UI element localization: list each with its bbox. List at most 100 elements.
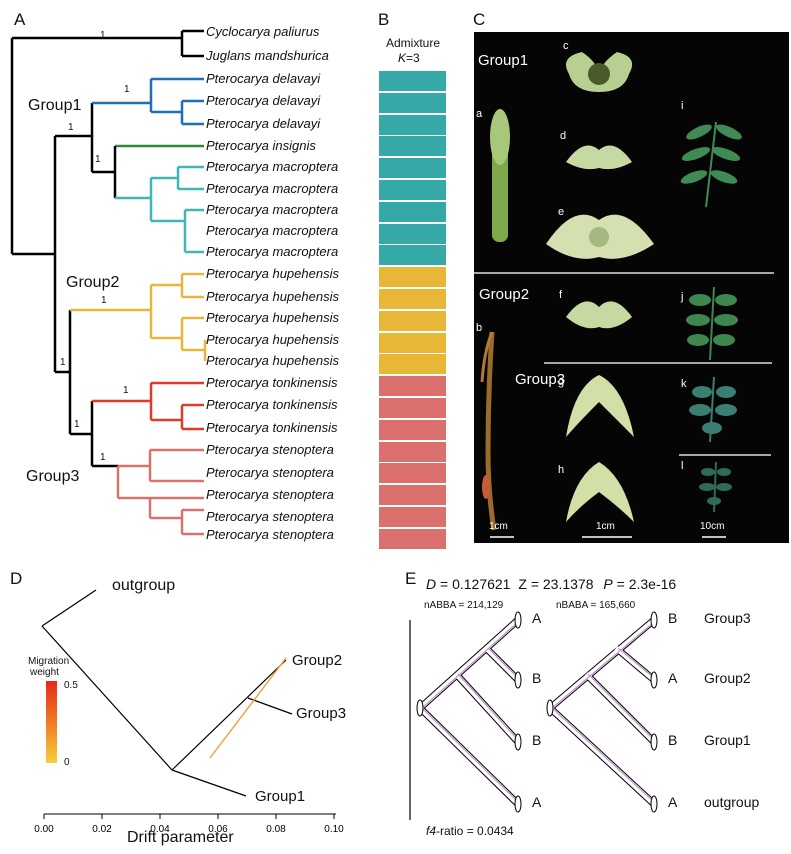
nbaba-count: nBABA = 165,660 xyxy=(556,600,636,611)
tree-root-branch xyxy=(10,36,182,256)
tree-ingroup-node xyxy=(53,134,92,374)
abba-baba-diagrams xyxy=(409,611,658,820)
tip-label-right: B xyxy=(668,610,678,626)
scale-label: 10cm xyxy=(700,521,725,532)
x-axis-tick-label: 0.04 xyxy=(150,824,170,835)
specimen-b-twig xyxy=(480,331,497,531)
admixture-k-symbol: K xyxy=(398,51,407,65)
migration-edge xyxy=(209,657,287,759)
migration-legend-title: Migration xyxy=(28,656,70,667)
taxon-label: Pterocarya delavayi xyxy=(206,116,321,131)
taxon-label: Pterocarya stenoptera xyxy=(206,442,334,457)
specimen-j-leaf xyxy=(686,286,738,361)
taxon-label: Juglans mandshurica xyxy=(206,48,329,63)
taxon-label: Pterocarya tonkinensis xyxy=(206,397,338,412)
photo-letter-e: e xyxy=(558,206,565,218)
taxon-label: Pterocarya stenoptera xyxy=(206,509,334,524)
taxon-label: Pterocarya tonkinensis xyxy=(206,375,338,390)
specimen-f-fruit xyxy=(566,301,632,329)
admixture-bar xyxy=(379,354,446,375)
tip-label-left: B xyxy=(532,732,542,748)
tip-label-left: A xyxy=(532,610,542,626)
admixture-bar xyxy=(379,441,446,462)
treemix-label-group1: Group1 xyxy=(255,788,306,805)
tip-label-left: B xyxy=(532,670,542,686)
f4-ratio: f4-ratio = 0.0434 xyxy=(426,824,514,838)
taxon-label: Pterocarya stenoptera xyxy=(206,465,334,480)
taxon-label: Pterocarya stenoptera xyxy=(206,527,334,542)
z-score: Z = 23.1378 xyxy=(518,576,594,592)
admixture-bar xyxy=(379,528,446,549)
taxon-label: Pterocarya insignis xyxy=(206,138,316,153)
support-value: 1 xyxy=(101,295,107,306)
photo-letter-k: k xyxy=(681,378,687,390)
treemix-branch xyxy=(41,589,97,627)
support-value: 1 xyxy=(95,154,101,165)
support-value: 1 xyxy=(123,385,129,396)
x-axis-tick-label: 0.08 xyxy=(266,824,286,835)
admixture-bar xyxy=(379,289,446,309)
taxon-label: Pterocarya hupehensis xyxy=(206,266,339,281)
photo-group2-label: Group2 xyxy=(479,286,530,303)
admixture-bar xyxy=(379,419,446,440)
specimen-l-leaf xyxy=(699,461,732,513)
d-value: = 0.127621 xyxy=(436,576,511,592)
admixture-bar xyxy=(379,180,446,200)
specimen-d-fruit xyxy=(566,145,632,170)
admixture-bar xyxy=(379,201,446,222)
admixture-bar xyxy=(379,267,446,288)
taxon-label: Pterocarya macroptera xyxy=(206,244,339,259)
admixture-bar xyxy=(379,376,446,397)
migration-legend-max: 0.5 xyxy=(64,680,78,691)
d-label: D xyxy=(426,576,437,592)
support-value: 1 xyxy=(60,357,66,368)
specimen-k-leaf xyxy=(689,376,737,443)
specimen-i-leaf xyxy=(680,121,742,208)
x-axis-tick-label: 0.10 xyxy=(324,824,344,835)
x-axis-tick-label: 0.06 xyxy=(208,824,228,835)
population-label: Group2 xyxy=(704,670,751,686)
support-value: 1 xyxy=(124,84,130,95)
admixture-bar xyxy=(379,398,446,418)
specimen-photo-plate: Group1 Group2 Group3 xyxy=(474,32,789,543)
admixture-bar xyxy=(379,485,446,506)
admixture-bar xyxy=(379,310,446,331)
taxon-label: Cyclocarya paliurus xyxy=(206,24,320,39)
photo-letter-l: l xyxy=(681,460,684,472)
treemix-branch xyxy=(41,625,173,771)
photo-letter-h: h xyxy=(558,464,565,476)
admixture-bar xyxy=(379,114,446,135)
photo-letter-i: i xyxy=(681,100,684,112)
panel-label-a: A xyxy=(14,10,26,29)
tip-label-right: B xyxy=(668,732,678,748)
taxon-label: Pterocarya delavayi xyxy=(206,71,321,86)
taxon-label: Pterocarya macroptera xyxy=(206,223,339,238)
taxon-label: Pterocarya hupehensis xyxy=(206,332,339,347)
taxon-label: Pterocarya macroptera xyxy=(206,159,339,174)
taxon-label: Pterocarya hupehensis xyxy=(206,310,339,325)
f4-label: f4 xyxy=(426,824,437,838)
panel-label-c: C xyxy=(473,10,486,29)
tree-hupehensis-clade xyxy=(70,272,207,361)
support-value: 1 xyxy=(100,452,106,463)
taxon-label: Pterocarya macroptera xyxy=(206,181,339,196)
scale-label: 1cm xyxy=(489,521,508,532)
phylogenetic-tree xyxy=(10,29,207,536)
specimen-c-fruit xyxy=(565,52,633,92)
migration-legend-min: 0 xyxy=(64,757,70,768)
treemix-label-group3: Group3 xyxy=(296,705,347,722)
photo-letter-a: a xyxy=(476,108,483,120)
population-label: outgroup xyxy=(704,794,760,810)
admixture-bar xyxy=(379,463,446,484)
tip-label-right: A xyxy=(668,794,678,810)
f4-value: -ratio = 0.0434 xyxy=(436,824,514,838)
x-axis-tick-label: 0.00 xyxy=(34,824,54,835)
migration-legend-title: weight xyxy=(30,667,59,678)
p-value: = 2.3e-16 xyxy=(612,576,677,592)
photo-letter-g: g xyxy=(558,376,565,388)
admixture-bar xyxy=(379,223,446,244)
photo-letter-f: f xyxy=(559,289,563,301)
treemix-label-outgroup: outgroup xyxy=(112,577,176,594)
